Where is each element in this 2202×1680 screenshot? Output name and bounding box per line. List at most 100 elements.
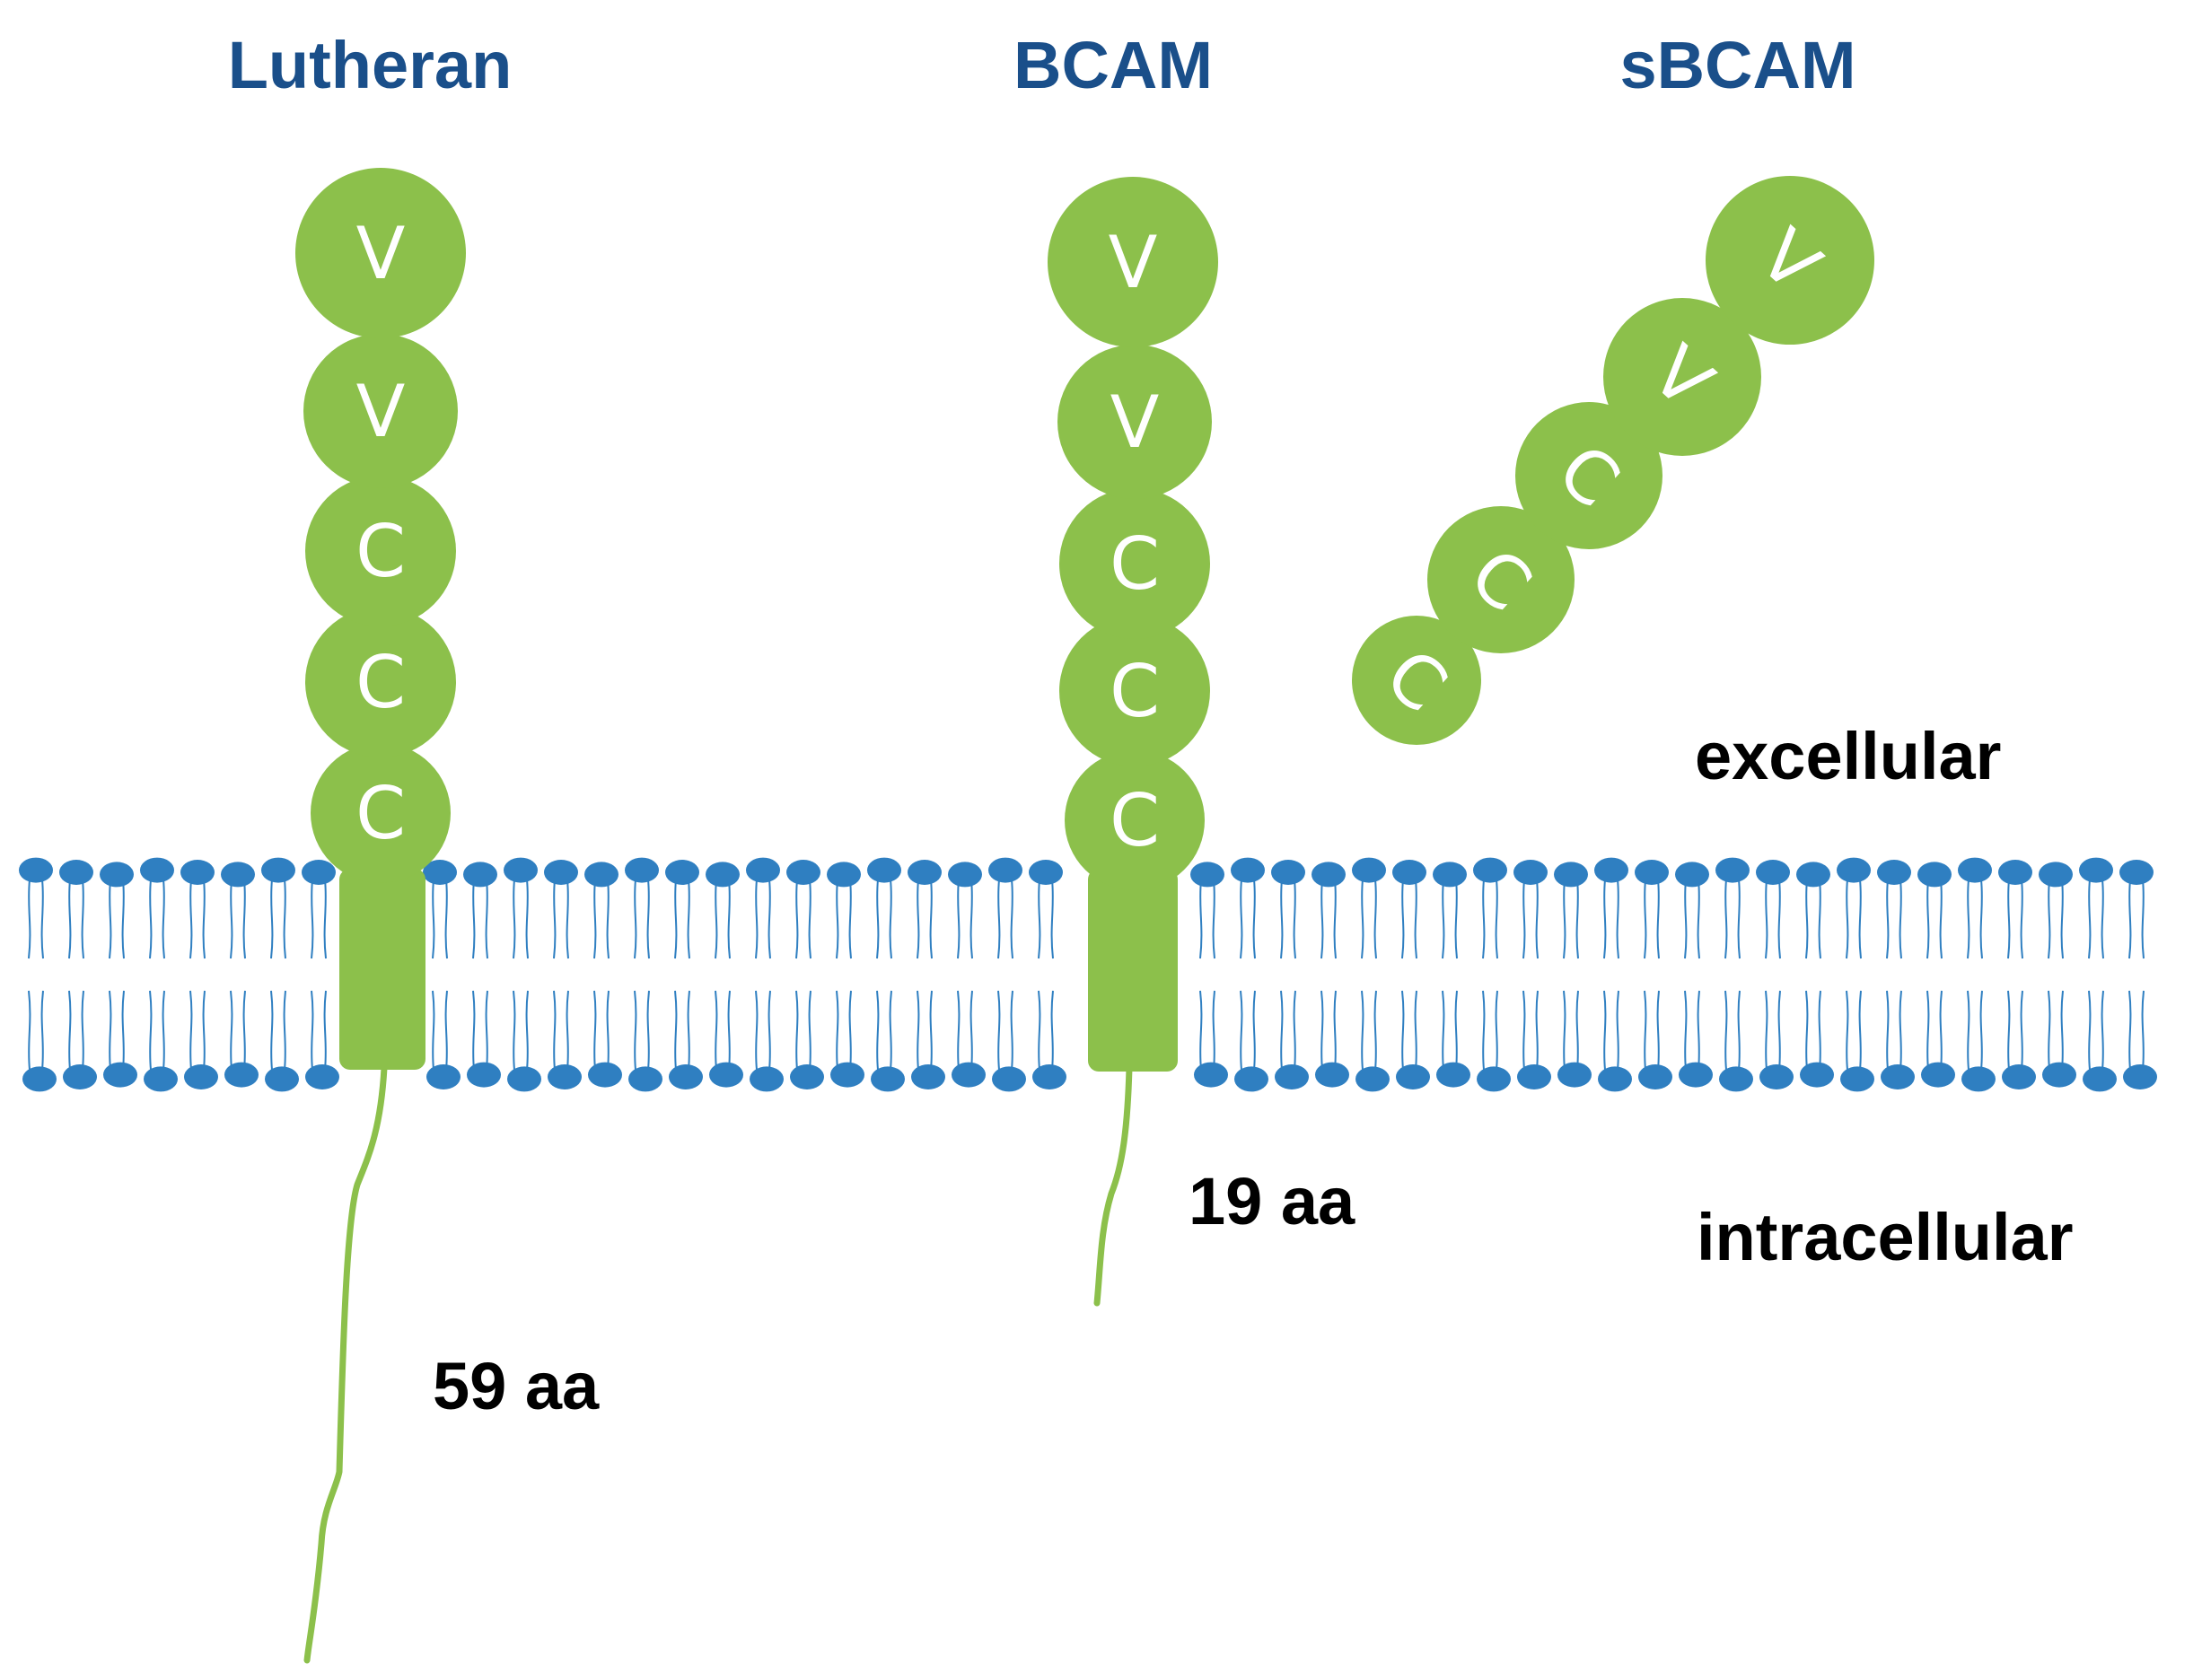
domain-c: C — [1059, 488, 1210, 639]
lipid-upper — [261, 857, 295, 959]
lipid-lower — [1598, 990, 1632, 1092]
lipid-upper — [19, 857, 53, 959]
lipid-lower — [1032, 990, 1066, 1089]
domain-letter: V — [1110, 381, 1160, 464]
lipid-upper — [2039, 862, 2073, 959]
domain-letter: C — [1110, 522, 1160, 606]
lipid-upper — [867, 857, 901, 959]
lipid-upper — [584, 862, 618, 959]
domain-v: V — [1706, 176, 1874, 345]
lipid-upper — [1312, 862, 1346, 959]
lipid-lower — [911, 990, 945, 1089]
lipid-lower — [1315, 990, 1349, 1088]
lipid-lower — [992, 990, 1026, 1092]
lipid-upper — [463, 862, 497, 959]
lipid-lower — [830, 990, 864, 1088]
domain-c: C — [1515, 402, 1662, 549]
lipid-lower — [1517, 990, 1551, 1089]
lipid-upper — [1392, 860, 1426, 959]
domain-letter: C — [1110, 779, 1160, 862]
lipid-upper — [221, 862, 255, 959]
lipid-lower — [588, 990, 622, 1088]
lipid-upper — [180, 860, 215, 959]
domain-letter: C — [355, 510, 406, 593]
lipid-lower — [103, 990, 137, 1088]
lipid-lower — [1275, 990, 1309, 1089]
lipid-upper — [1877, 860, 1911, 959]
lipid-upper — [504, 857, 538, 959]
domain-letter: V — [356, 212, 406, 295]
lipid-lower — [2002, 990, 2036, 1089]
intracellular-label: intracellular — [1697, 1200, 2074, 1274]
lipid-upper — [1554, 862, 1588, 959]
lipid-lower — [2042, 990, 2076, 1088]
lipid-lower — [750, 990, 784, 1092]
domain-letter: V — [356, 370, 406, 453]
lipid-lower — [1719, 990, 1753, 1092]
lipid-upper — [1231, 857, 1265, 959]
lipid-upper — [1958, 857, 1992, 959]
domain-c: C — [1427, 506, 1575, 653]
extracellular-label: excellular — [1695, 719, 2001, 793]
lipid-upper — [1675, 862, 1709, 959]
lipid-upper — [1796, 862, 1830, 959]
domain-v: V — [1057, 345, 1212, 499]
lipid-lower — [1638, 990, 1672, 1089]
lipid-upper — [1715, 857, 1750, 959]
lipid-lower — [1800, 990, 1834, 1088]
lipid-lower — [1840, 990, 1874, 1092]
domain-letter: C — [1110, 650, 1160, 733]
lipid-upper — [746, 857, 780, 959]
bcam-title: BCAM — [1013, 28, 1213, 102]
lipid-upper — [100, 862, 134, 959]
domain-v: V — [1603, 298, 1761, 456]
lipid-upper — [1998, 860, 2032, 959]
domain-letter: C — [355, 641, 406, 724]
domain-v: V — [295, 168, 466, 338]
lipid-lower — [1234, 990, 1268, 1092]
domain-v: V — [303, 334, 458, 488]
lipid-lower — [1679, 990, 1713, 1088]
lipid-lower — [669, 990, 703, 1089]
lipid-upper — [1594, 857, 1628, 959]
lipid-lower — [1759, 990, 1794, 1089]
lipid-upper — [423, 860, 457, 959]
lipid-lower — [507, 990, 541, 1092]
domain-c: C — [1065, 750, 1205, 890]
lipid-upper — [1271, 860, 1305, 959]
bcam-tail-label: 19 aa — [1189, 1164, 1355, 1238]
lipid-lower — [184, 990, 218, 1089]
lipid-lower — [224, 990, 259, 1088]
lipid-upper — [1433, 862, 1467, 959]
lipid-lower — [426, 990, 461, 1089]
sbcam-title: sBCAM — [1619, 28, 1855, 102]
domain-c: C — [1352, 616, 1481, 745]
lipid-upper — [1029, 860, 1063, 959]
lipid-lower — [2083, 990, 2117, 1092]
lipid-lower — [1396, 990, 1430, 1089]
lipid-bilayer-icon — [19, 857, 2157, 1092]
lipid-upper — [1513, 860, 1548, 959]
domain-c: C — [305, 476, 456, 626]
bcam-transmembrane-domain — [1088, 869, 1178, 1072]
lipid-lower — [265, 990, 299, 1092]
lipid-lower — [1436, 990, 1470, 1088]
lipid-upper — [827, 862, 861, 959]
lipid-lower — [871, 990, 905, 1092]
lipid-upper — [908, 860, 942, 959]
lipid-lower — [63, 990, 97, 1089]
lipid-upper — [2079, 857, 2113, 959]
lipid-upper — [1473, 857, 1507, 959]
lutheran-tail-label: 59 aa — [433, 1349, 600, 1423]
lutheran-title: Lutheran — [228, 28, 513, 102]
lipid-lower — [1355, 990, 1390, 1092]
domain-c: C — [305, 607, 456, 757]
lipid-lower — [305, 990, 339, 1089]
lipid-lower — [1477, 990, 1511, 1092]
lipid-upper — [302, 860, 336, 959]
